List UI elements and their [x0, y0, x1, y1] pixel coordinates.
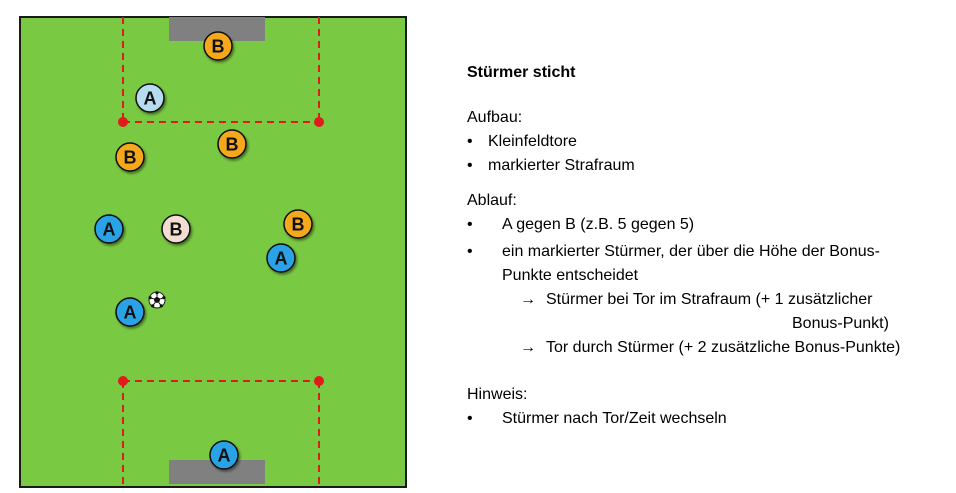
player-label: B [212, 37, 225, 57]
drill-title: Stürmer sticht [467, 64, 576, 81]
player-label: B [226, 135, 239, 155]
arrow-item-2: Tor durch Stürmer (+ 2 zusätzliche Bonus… [546, 339, 901, 356]
setup-bullet-1: • [467, 133, 473, 150]
arrow-item-1-line-2: Bonus-Punkt) [792, 315, 889, 332]
player-label: A [124, 303, 137, 323]
penalty-area-corner-markers [118, 117, 324, 386]
player-marker [115, 297, 145, 327]
player-marker [266, 243, 296, 273]
setup-bullet-2: • [467, 157, 473, 174]
setup-item-1: Kleinfeldtore [488, 133, 577, 150]
player-a-5: A [94, 214, 124, 244]
player-a-2: A [135, 83, 165, 113]
player-marker [94, 214, 124, 244]
notes-bullet: • [467, 410, 473, 427]
player-a-10: A [209, 440, 239, 470]
player-label: A [275, 249, 288, 269]
player-marker [115, 142, 145, 172]
player-marker [135, 83, 165, 113]
player-label: A [144, 89, 157, 109]
notes-item: Stürmer nach Tor/Zeit wechseln [502, 410, 727, 427]
player-label: A [103, 220, 116, 240]
process-bullet-1: • [467, 216, 473, 233]
soccer-ball-icon [148, 291, 166, 309]
arrow-item-1-line-1: Stürmer bei Tor im Strafraum (+ 1 zusätz… [546, 291, 873, 308]
player-a-8: A [266, 243, 296, 273]
pitch-field [19, 16, 407, 488]
process-bullet-2: • [467, 243, 473, 260]
notes-heading: Hinweis: [467, 386, 528, 403]
arrow-icon-2: → [520, 339, 536, 356]
player-marker [283, 209, 313, 239]
player-b-1: B [203, 31, 233, 61]
player-label: B [292, 215, 305, 235]
process-item-2-line-1: ein markierter Stürmer, der über die Höh… [502, 243, 880, 260]
penalty-area-bottom [122, 380, 320, 487]
player-b-7: B [283, 209, 313, 239]
player-label: A [218, 446, 231, 466]
player-b-4: B [115, 142, 145, 172]
penalty-area-top [122, 17, 320, 123]
player-label: B [124, 148, 137, 168]
player-label: B [170, 220, 183, 240]
player-marker [217, 129, 247, 159]
player-b-3: B [217, 129, 247, 159]
player-a-9: A [115, 297, 145, 327]
player-marker [203, 31, 233, 61]
setup-heading: Aufbau: [467, 109, 523, 126]
player-marker [161, 214, 191, 244]
player-b-6: B [161, 214, 191, 244]
arrow-icon-1: → [520, 291, 536, 308]
process-heading: Ablauf: [467, 192, 517, 209]
process-item-1: A gegen B (z.B. 5 gegen 5) [502, 216, 695, 233]
process-item-2-line-2: Punkte entscheidet [502, 267, 639, 284]
player-marker [209, 440, 239, 470]
setup-item-2: markierter Strafraum [488, 157, 635, 174]
